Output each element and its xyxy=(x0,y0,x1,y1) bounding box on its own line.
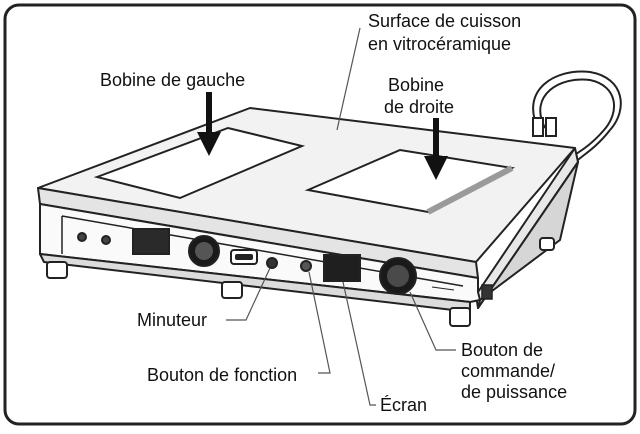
indicator-light-left-2 xyxy=(101,235,111,245)
side-socket xyxy=(481,284,493,300)
timer-button[interactable] xyxy=(266,257,278,269)
label-left-coil: Bobine de gauche xyxy=(100,70,245,90)
function-button[interactable] xyxy=(300,260,312,272)
label-right-coil-line2: de droite xyxy=(384,97,454,117)
label-right-coil-line1: Bobine xyxy=(388,75,444,95)
label-surface-line2: en vitrocéramique xyxy=(368,34,511,54)
leader-lines xyxy=(226,27,456,406)
cooktop-body xyxy=(37,107,579,313)
coil-arrows xyxy=(197,92,448,180)
label-power-knob-line2: commande/ xyxy=(461,361,555,381)
indicator-light-left xyxy=(77,232,87,242)
label-power-knob-line3: de puissance xyxy=(461,382,567,402)
panel-mark xyxy=(431,286,455,291)
label-power-knob-line1: Bouton de xyxy=(461,340,543,360)
label-timer: Minuteur xyxy=(137,310,207,330)
label-screen: Écran xyxy=(380,395,427,415)
label-surface-line1: Surface de cuisson xyxy=(368,11,521,31)
right-coil-shadow xyxy=(426,165,514,215)
feet xyxy=(46,237,555,327)
left-coil-zone xyxy=(93,126,306,200)
label-function-button: Bouton de fonction xyxy=(147,365,297,385)
power-cord xyxy=(532,70,622,161)
controls xyxy=(77,228,455,295)
left-display xyxy=(132,228,170,255)
screen-display xyxy=(323,254,361,282)
